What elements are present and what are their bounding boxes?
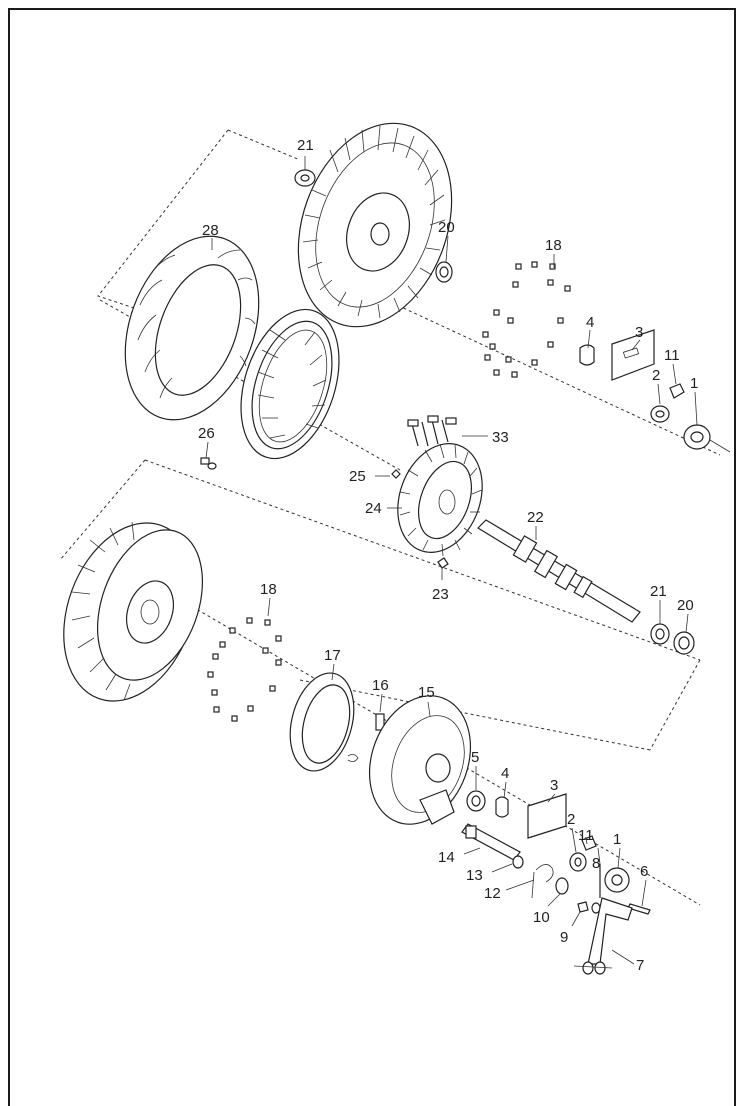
spring-16: [347, 713, 385, 762]
callout-17: 17: [324, 647, 341, 664]
callout-5: 5: [471, 749, 479, 766]
valve-26: [200, 457, 217, 470]
callout-22: 22: [527, 509, 544, 526]
bearing-5: [466, 790, 486, 812]
callout-14: 14: [438, 849, 455, 866]
callout-21-upper: 21: [297, 137, 314, 154]
callout-18-upper: 18: [545, 237, 562, 254]
callout-24: 24: [365, 500, 382, 517]
rim: [240, 308, 340, 460]
callout-1-upper: 1: [690, 375, 698, 392]
callout-9: 9: [560, 929, 568, 946]
screws-18-upper: [482, 261, 571, 378]
callout-23: 23: [432, 586, 449, 603]
key-23: [437, 557, 449, 569]
callout-26: 26: [198, 425, 215, 442]
nut-9: [577, 901, 601, 914]
spacer-4-upper: [579, 344, 595, 366]
bearing-20-lower: [673, 631, 695, 655]
callout-2-lower: 2: [567, 811, 575, 828]
callout-3-upper: 3: [635, 324, 643, 341]
callout-11-lower: 11: [578, 827, 594, 844]
washer-2-lower: [569, 852, 587, 872]
callout-1-lower: 1: [613, 831, 621, 848]
bearing-21-upper: [294, 169, 316, 187]
callout-11-upper: 11: [664, 347, 680, 364]
clip-12: [531, 864, 554, 899]
rotor-24: [397, 443, 483, 557]
brake-plate-15: [368, 695, 472, 825]
callout-2-upper: 2: [652, 367, 660, 384]
callout-7: 7: [636, 957, 644, 974]
callout-16: 16: [372, 677, 389, 694]
camshaft-14: [461, 823, 521, 861]
leader-lines: [205, 156, 698, 965]
callout-3-lower: 3: [550, 777, 558, 794]
callout-25: 25: [349, 468, 366, 485]
callout-10: 10: [533, 909, 550, 926]
callout-33: 33: [492, 429, 509, 446]
nut-11-lower: [581, 835, 597, 851]
brake-shoe-17: [289, 672, 355, 772]
callout-6: 6: [640, 863, 648, 880]
nut-1-lower: [604, 867, 630, 893]
callout-21-lower: 21: [650, 583, 667, 600]
tire-28: [124, 235, 260, 421]
nut-1-upper: [683, 424, 731, 453]
callout-8: 8: [592, 855, 600, 872]
bearing-21-lower: [650, 623, 670, 645]
bearing-20-upper: [435, 261, 453, 283]
diagram-frame: [8, 8, 736, 1106]
callout-28: 28: [202, 222, 219, 239]
nut-11-upper: [669, 383, 685, 399]
callout-20-lower: 20: [677, 597, 694, 614]
callout-13: 13: [466, 867, 483, 884]
plate-3-lower: [527, 793, 567, 839]
clip-25: [391, 469, 401, 479]
callout-12: 12: [484, 885, 501, 902]
washer-2-upper: [650, 405, 670, 423]
shaft-22: [477, 519, 641, 623]
motor-housing-lower: [63, 521, 204, 702]
callout-labels: 21 28 20 18 4 3 11 2 1 26 33 25 24 22 23…: [198, 137, 698, 974]
motor-housing-upper: [297, 122, 453, 328]
plate-3-upper: [611, 329, 655, 381]
callout-20-upper: 20: [438, 219, 455, 236]
washer-10: [555, 877, 569, 895]
screws-18-lower: [207, 617, 282, 722]
sensors-33: [407, 415, 488, 447]
brake-arm-7: [573, 897, 633, 975]
callout-18-lower: 18: [260, 581, 277, 598]
spacer-4-lower: [495, 796, 509, 818]
ring-13: [512, 855, 524, 869]
callout-15: 15: [418, 684, 435, 701]
callout-4-lower: 4: [501, 765, 509, 782]
callout-4-upper: 4: [586, 314, 594, 331]
